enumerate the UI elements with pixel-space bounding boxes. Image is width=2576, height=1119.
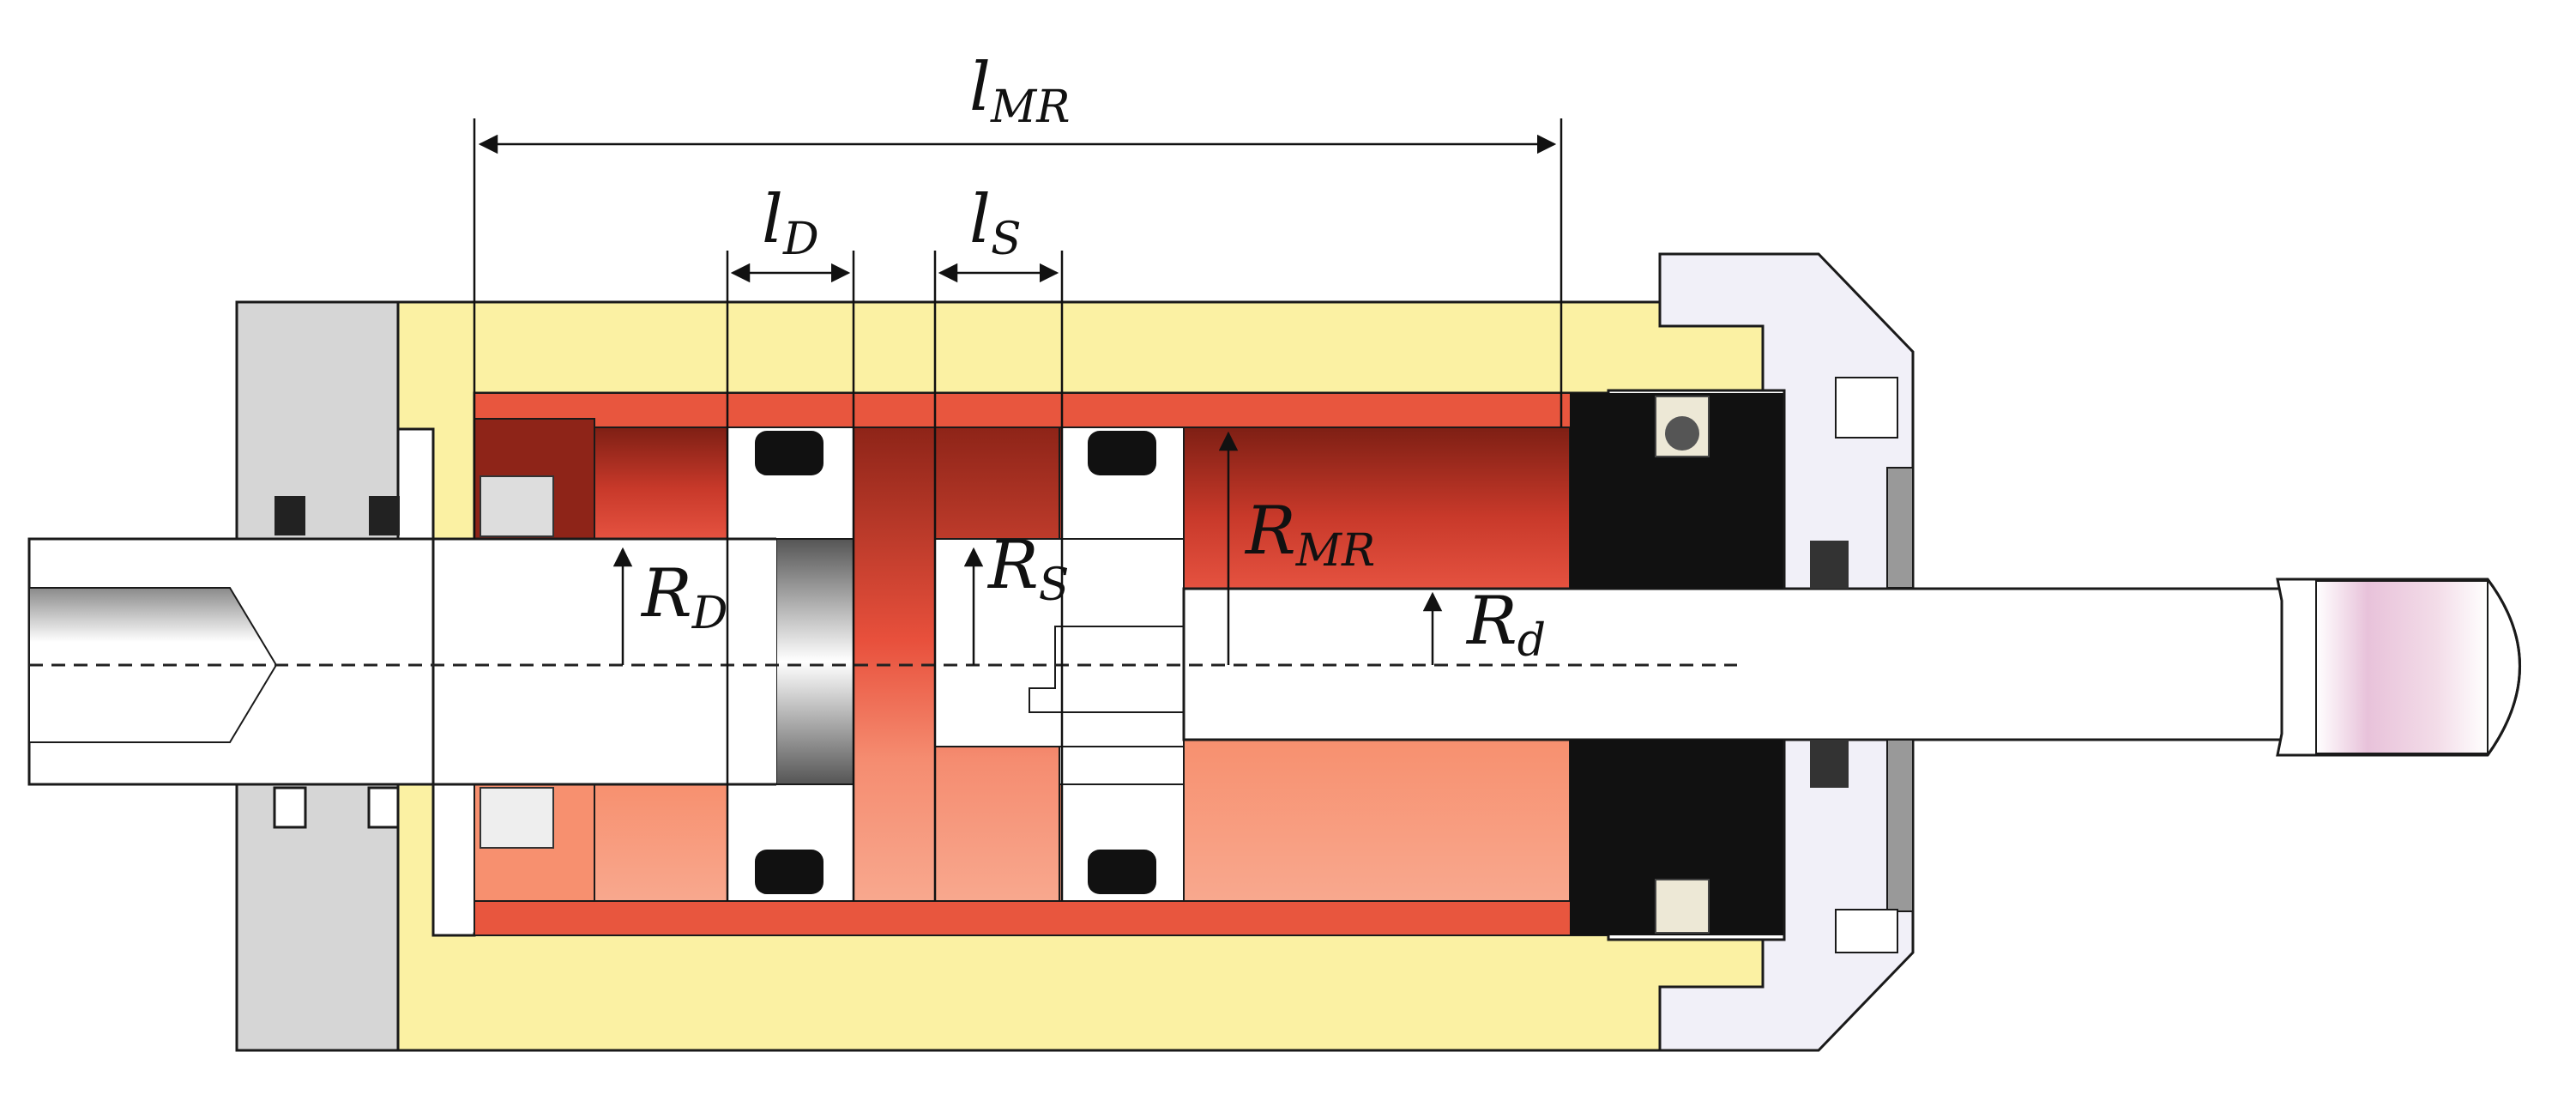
label-r-s: RS xyxy=(986,527,1069,611)
left-end-block xyxy=(235,300,401,1052)
label-r-d: RD xyxy=(640,555,727,639)
right-seal-block xyxy=(1570,393,1784,935)
label-r-d-small: Rd xyxy=(1465,583,1546,667)
right-end-cap xyxy=(1658,252,1915,1052)
label-l-s: lS xyxy=(969,181,1022,265)
label-l-d: lD xyxy=(762,181,819,265)
left-shaft xyxy=(27,537,776,786)
label-l-mr: lMR xyxy=(969,49,1070,133)
dimension-lines xyxy=(473,118,1563,901)
label-r-mr: RMR xyxy=(1244,493,1375,577)
o-ring-seals xyxy=(755,431,1156,894)
mr-fluid-chamber xyxy=(474,392,1609,936)
